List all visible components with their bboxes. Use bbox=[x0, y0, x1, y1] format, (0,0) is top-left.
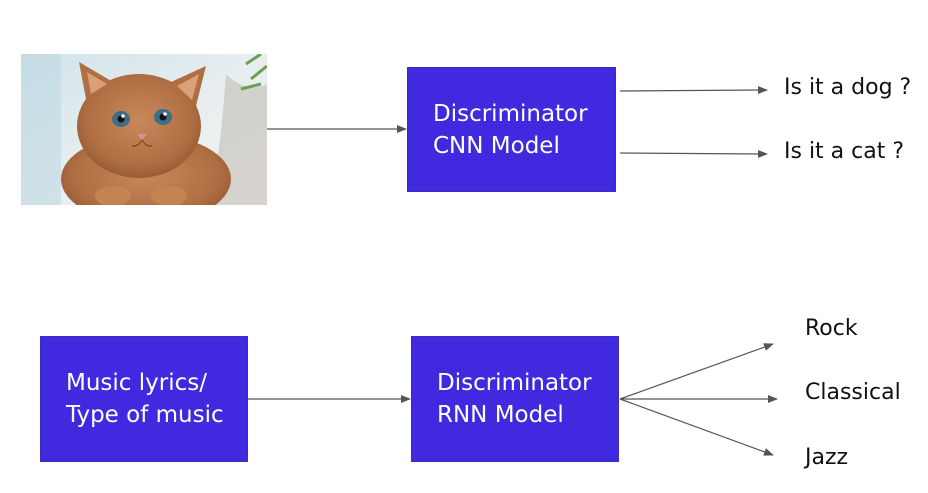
output-classical-label: Classical bbox=[805, 380, 901, 405]
output-rock-label: Rock bbox=[805, 316, 858, 341]
rnn-model-line2: RNN Model bbox=[437, 402, 564, 428]
rnn-model-line1: Discriminator bbox=[437, 370, 592, 396]
cnn-model-box: Discriminator CNN Model bbox=[407, 67, 616, 192]
cnn-model-line1: Discriminator bbox=[433, 100, 588, 127]
arrow-rnn-to-rock bbox=[619, 343, 774, 400]
music-input-box: Music lyrics/ Type of music bbox=[40, 336, 248, 462]
output-jazz-label: Jazz bbox=[805, 445, 849, 470]
arrow-rnn-to-jazz bbox=[619, 398, 774, 456]
music-input-line1: Music lyrics/ bbox=[66, 370, 207, 396]
output-dog-label: Is it a dog ? bbox=[784, 75, 912, 100]
arrow-cnn-to-cat bbox=[619, 149, 768, 158]
kitten-photo bbox=[21, 54, 267, 205]
rnn-model-box: Discriminator RNN Model bbox=[411, 336, 619, 462]
cnn-model-line2: CNN Model bbox=[433, 132, 560, 159]
output-cat-label: Is it a cat ? bbox=[784, 139, 905, 164]
arrow-cnn-to-dog bbox=[619, 86, 768, 95]
music-input-line2: Type of music bbox=[66, 402, 224, 428]
